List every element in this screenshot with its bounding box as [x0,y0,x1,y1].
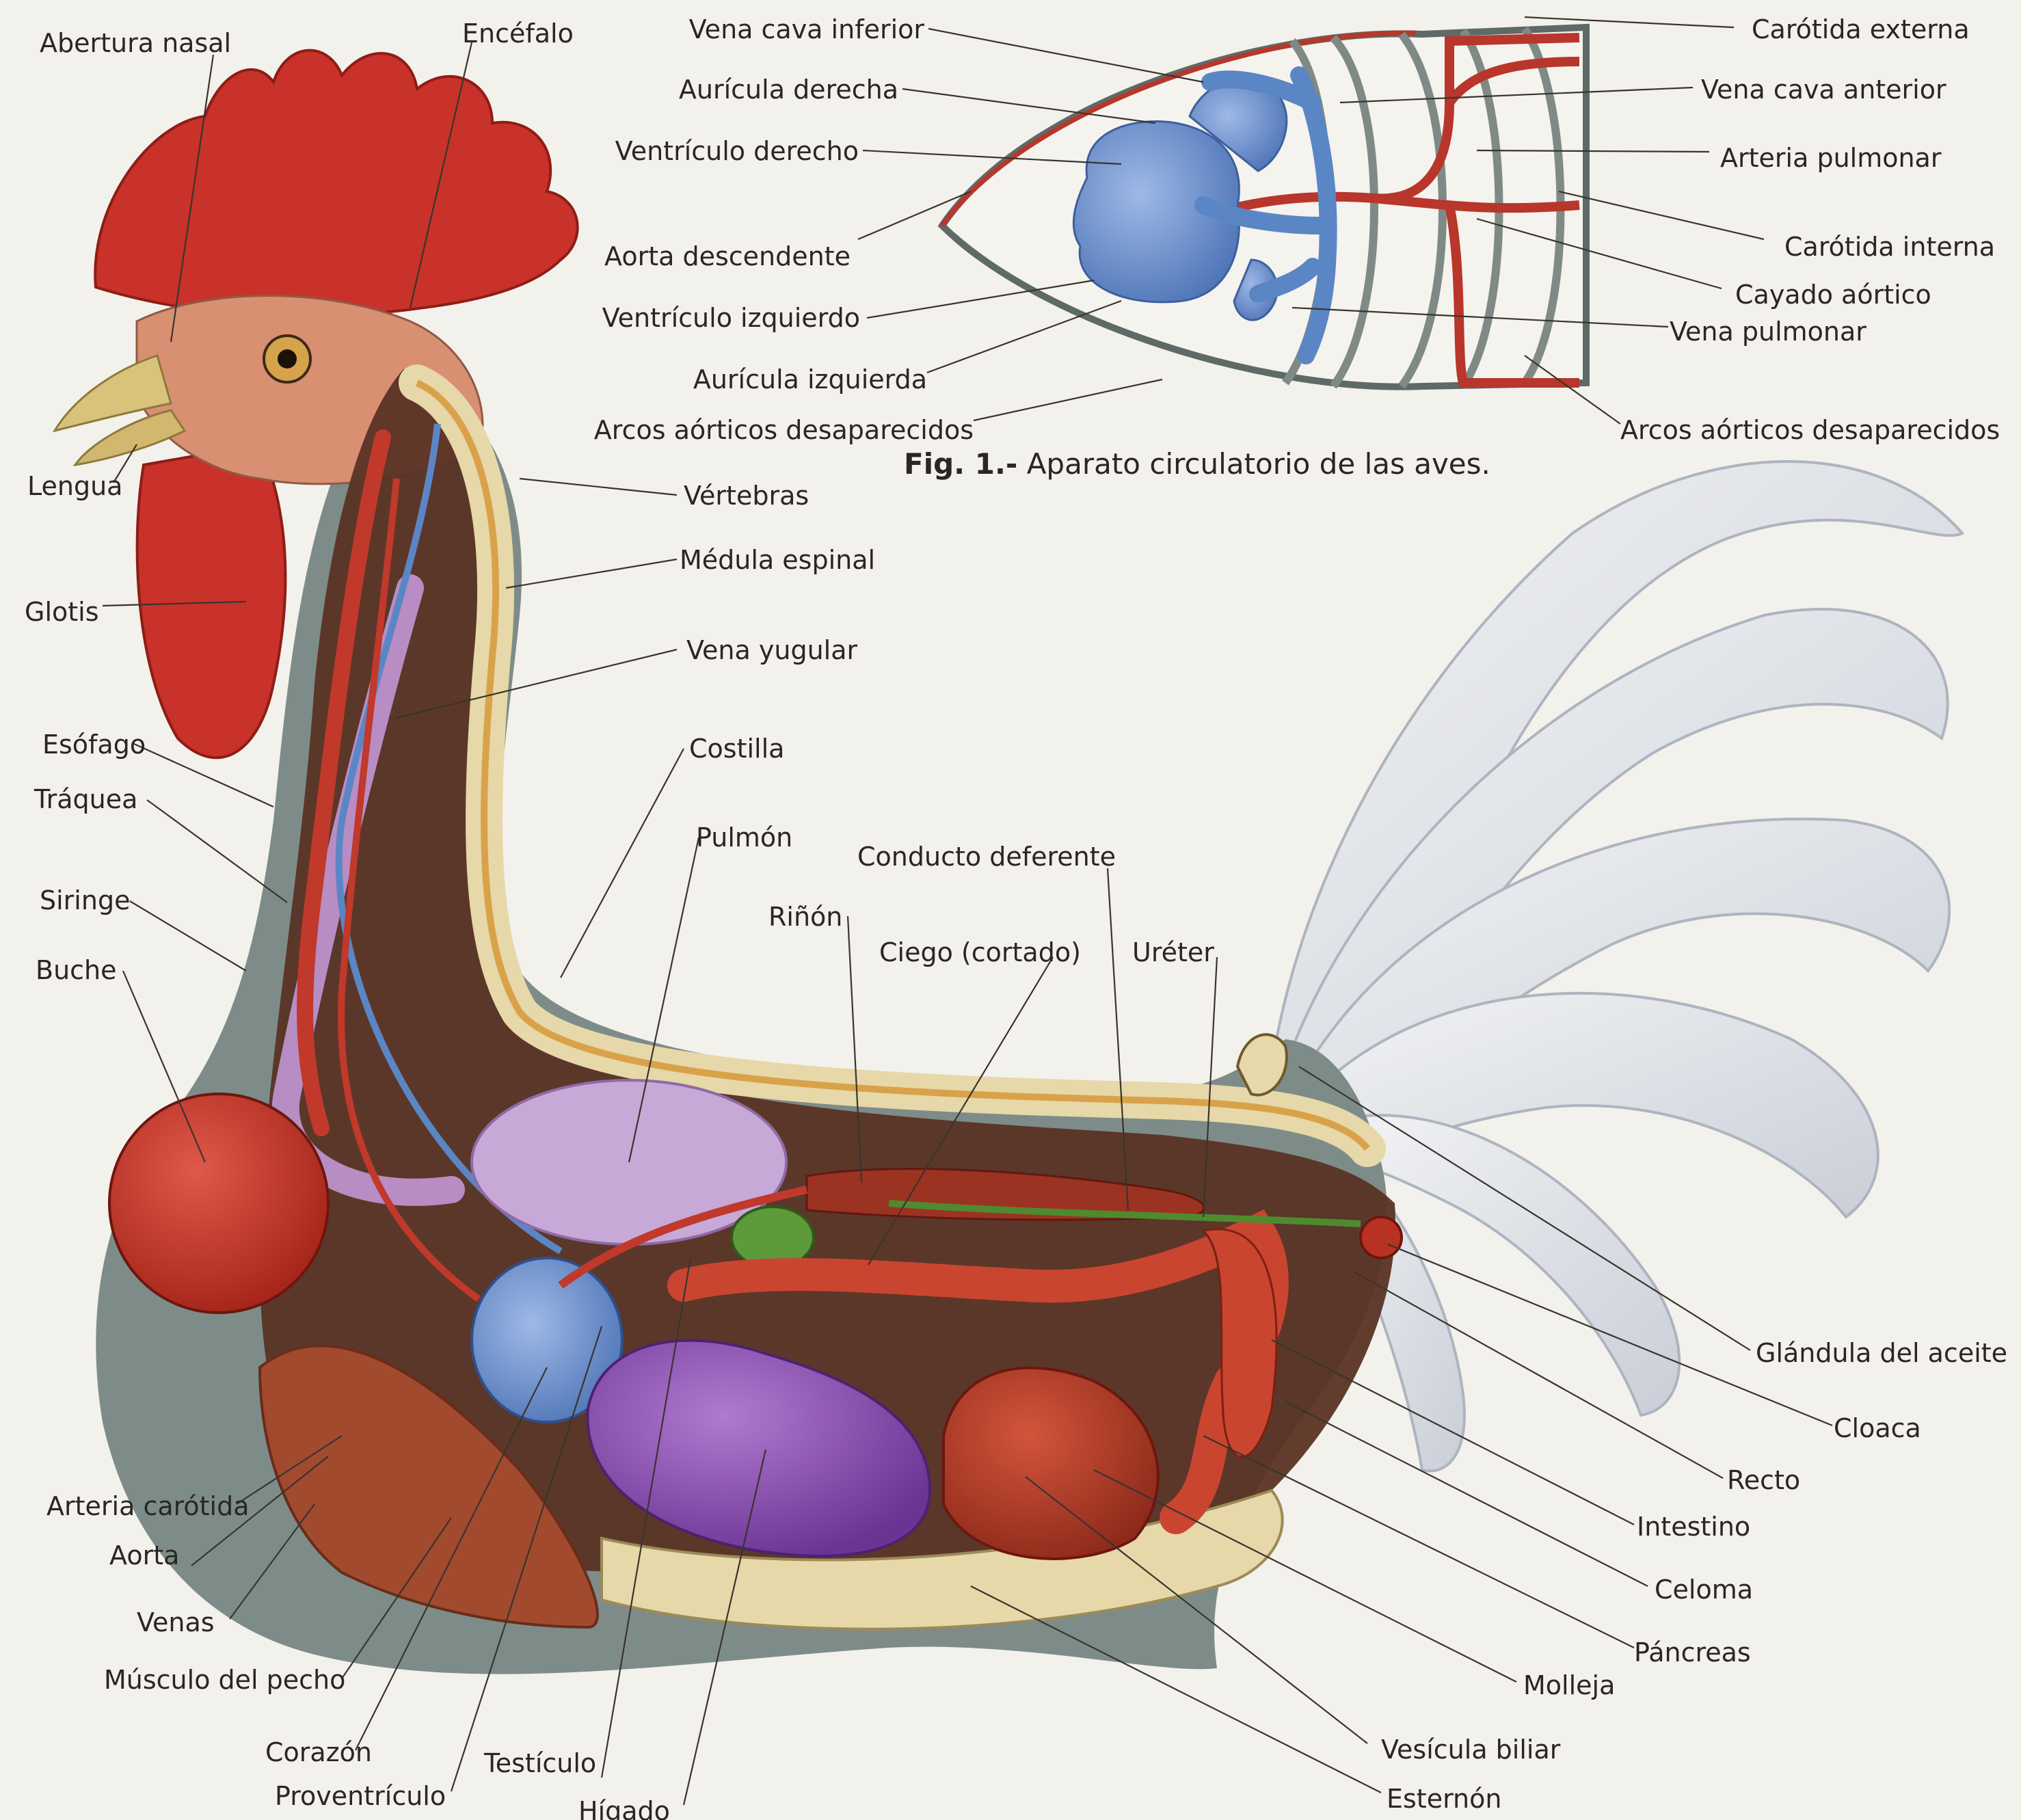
label-ureter: Uréter [1132,939,1214,965]
label-vena-yugular: Vena yugular [686,637,857,663]
label-pulmon: Pulmón [696,825,792,851]
label-celoma: Celoma [1655,1577,1753,1603]
label-venas: Venas [137,1609,215,1635]
label-vena-cava-anterior: Vena cava anterior [1701,77,1946,103]
label-arteria-carotida: Arteria carótida [46,1493,250,1519]
label-cayado-aortico: Cayado aórtico [1735,282,1931,308]
label-recto: Recto [1727,1467,1800,1493]
label-cloaca: Cloaca [1834,1415,1921,1441]
label-aorta-descendente: Aorta descendente [604,243,851,269]
label-auricula-izquierda: Aurícula izquierda [693,366,927,392]
caption-number: Fig. 1.- [904,447,1017,481]
label-siringe: Siringe [40,887,130,913]
comb [95,51,577,317]
label-lengua: Lengua [27,473,122,499]
label-musculo-pecho: Músculo del pecho [104,1667,345,1693]
label-arcos-aorticos-left: Arcos aórticos desaparecidos [594,417,974,443]
label-aorta: Aorta [109,1542,179,1568]
label-esofago: Esófago [42,732,146,758]
label-abertura-nasal: Abertura nasal [40,30,231,56]
label-ciego: Ciego (cortado) [879,939,1081,965]
label-carotida-externa: Carótida externa [1752,16,1970,42]
label-higado: Hígado [578,1798,670,1820]
wattle [137,444,286,758]
label-esternon: Esternón [1387,1786,1501,1812]
circulatory-diagram [942,27,1586,387]
label-arcos-aorticos-right: Arcos aórticos desaparecidos [1620,417,2000,443]
label-auricula-derecha: Aurícula derecha [679,77,898,103]
label-vertebras: Vértebras [684,483,809,509]
caption-text: Aparato circulatorio de las aves. [1027,447,1490,481]
label-glandula-aceite: Glándula del aceite [1756,1340,2007,1366]
label-intestino: Intestino [1637,1514,1750,1540]
label-pancreas: Páncreas [1634,1640,1751,1665]
label-proventriculo: Proventrículo [275,1783,446,1809]
label-testiculo: Testículo [484,1750,596,1776]
label-medula-espinal: Médula espinal [680,547,875,573]
label-glotis: Glotis [25,599,99,625]
label-corazon: Corazón [265,1739,372,1765]
label-traquea: Tráquea [34,786,137,812]
label-ventriculo-derecho: Ventrículo derecho [615,138,859,164]
label-costilla: Costilla [689,736,784,762]
label-encefalo: Encéfalo [462,21,574,46]
label-rinon: Riñón [768,904,842,930]
crop [109,1094,328,1313]
label-vesicula-biliar: Vesícula biliar [1381,1737,1560,1763]
label-molleja: Molleja [1523,1672,1615,1698]
label-conducto-deferente: Conducto deferente [857,844,1116,870]
cloaca [1361,1217,1402,1258]
label-ventriculo-izquierdo: Ventrículo izquierdo [602,305,860,331]
label-arteria-pulmonar: Arteria pulmonar [1720,145,1941,171]
label-carotida-interna: Carótida interna [1784,234,1995,260]
figure-caption: Fig. 1.- Aparato circulatorio de las ave… [904,447,1490,481]
vertebral-column [417,383,1367,1149]
label-vena-cava-inferior: Vena cava inferior [689,16,924,42]
label-vena-pulmonar: Vena pulmonar [1670,319,1866,345]
label-buche: Buche [36,957,117,983]
